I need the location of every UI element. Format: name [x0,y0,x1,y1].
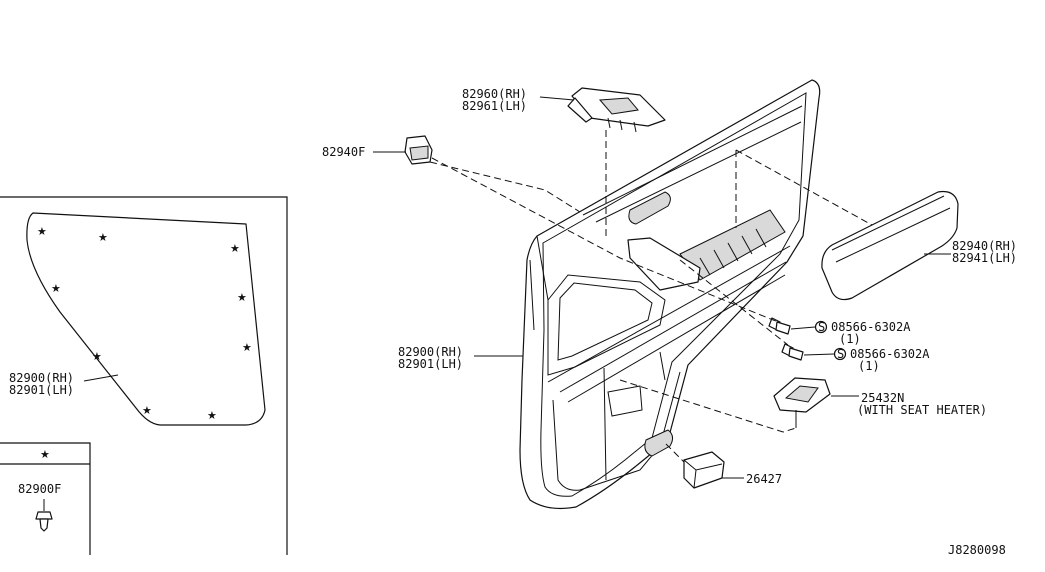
svg-text:★: ★ [242,341,252,354]
part-82960-window-switch-finisher: 82960(RH) 82961(LH) [462,87,666,133]
svg-text:★: ★ [207,409,217,422]
part-82940f-label: 82940F [322,145,365,159]
part-25432n-label: 25432N [861,391,904,405]
part-82940-label-rh: 82940(RH) [952,239,1017,253]
svg-text:★: ★ [51,282,61,295]
inset-82900-label-lh: 82901(LH) [9,383,74,397]
svg-text:★: ★ [142,404,152,417]
part-82960-label-lh: 82961(LH) [462,99,527,113]
part-82960-label-rh: 82960(RH) [462,87,527,101]
svg-text:★: ★ [98,231,108,244]
inner-handle-recess [628,191,671,225]
part-08566-lower-qty: (1) [858,359,880,373]
legend-star-symbol: ★ [40,448,50,461]
part-82900f-label: 82900F [18,482,61,496]
part-08566-upper-qty: (1) [839,332,861,346]
part-08566-upper-label: 08566-6302A [831,320,911,334]
part-82900-label-lh: 82901(LH) [398,357,463,371]
screw-lower-s-mark: S [837,347,844,361]
pull-handle [627,237,701,291]
svg-text:★: ★ [230,242,240,255]
part-08566-lower-label: 08566-6302A [850,347,930,361]
door-finisher-assembly [519,79,821,510]
part-25432n-seat-heater-switch-bezel: 25432N (WITH SEAT HEATER) [773,377,987,428]
clip-82900f-icon [35,499,53,532]
svg-text:★: ★ [37,225,47,238]
svg-text:★: ★ [237,291,247,304]
part-82940f-clip: 82940F [322,135,433,165]
screw-upper-s-mark: S [818,320,825,334]
inset-door-back-panel [26,212,266,426]
lower-pocket-opening [644,429,674,457]
diagram-code: J8280098 [948,543,1006,557]
svg-text:★: ★ [92,350,102,363]
inset-82900-label-rh: 82900(RH) [9,371,74,385]
part-08566-screw-lower: S 08566-6302A (1) [781,343,930,373]
inset-panel: ★ ★ ★ ★ ★ ★ ★ ★ ★ 82900(RH) 82901(LH) ★ … [0,196,288,555]
part-26427-label: 26427 [746,472,782,486]
part-82940-label-lh: 82941(LH) [952,251,1017,265]
part-08566-screw-upper: S 08566-6302A (1) [768,317,911,346]
part-82940-armrest-pad: 82940(RH) 82941(LH) [821,190,1017,301]
part-25432n-note: (WITH SEAT HEATER) [857,403,987,417]
assembly-dashed-leaders [429,130,873,463]
part-26427-lamp-lens: 26427 [683,451,782,489]
door-finisher-outer [519,79,821,510]
part-82900-label-rh: 82900(RH) [398,345,463,359]
clip-position-markers: ★ ★ ★ ★ ★ ★ ★ ★ ★ [37,225,252,422]
